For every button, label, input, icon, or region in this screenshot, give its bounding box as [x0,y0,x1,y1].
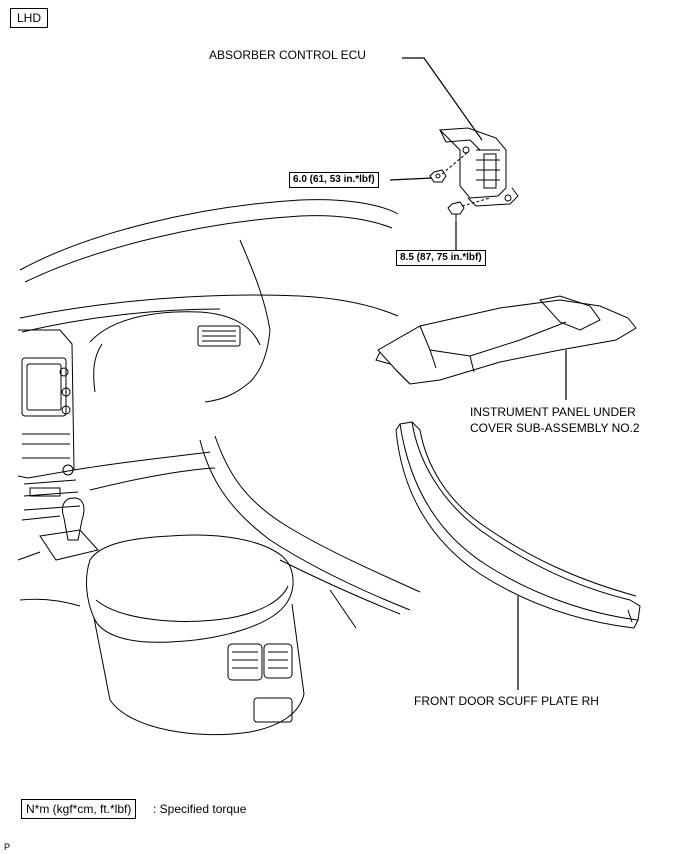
leader-lines [389,57,567,690]
under-cover-label-line1: INSTRUMENT PANEL UNDER [470,405,636,419]
bolt-guide-line [461,197,491,207]
nut-torque-box: 6.0 (61, 53 in.*lbf) [289,172,379,188]
torque-unit-text: N*m (kgf*cm, ft.*lbf) [26,802,132,816]
front-door-scuff-plate-part [395,421,641,629]
torque-legend-description: : Specified torque [153,802,247,816]
corner-mark: P [4,842,11,852]
scuff-plate-label: FRONT DOOR SCUFF PLATE RH [414,694,599,708]
lhd-badge: LHD [10,8,48,28]
nut-guide-line [441,151,469,175]
nut-fastener [429,169,447,183]
bolt-fastener [447,201,465,222]
ecu-leader-line [402,57,483,141]
torque-unit-box: N*m (kgf*cm, ft.*lbf) [21,799,137,819]
under-cover-label-line2: COVER SUB-ASSEMBLY NO.2 [470,421,640,435]
ecu-label: ABSORBER CONTROL ECU [209,48,366,62]
instrument-panel-under-cover-part [375,295,637,385]
nut-torque-leader-line [389,177,433,181]
lhd-badge-text: LHD [16,11,41,25]
bolt-torque-box: 8.5 (87, 75 in.*lbf) [396,250,486,266]
absorber-control-ecu-part [438,127,519,207]
dashboard-illustration [17,199,421,736]
